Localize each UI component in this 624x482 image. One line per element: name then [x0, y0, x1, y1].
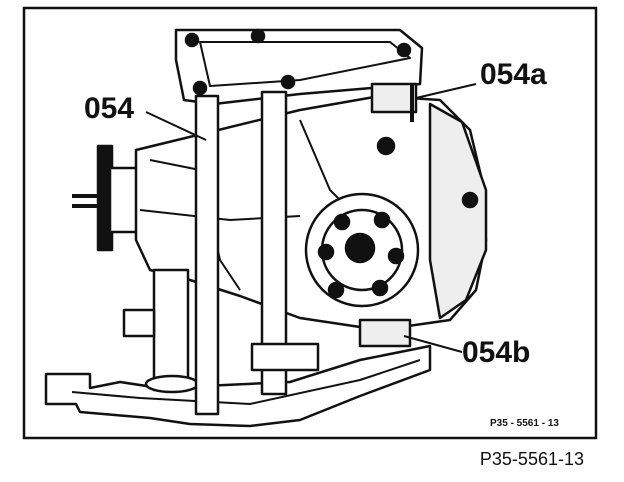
flange-bolt [327, 281, 345, 299]
callout-054b: 054b [462, 336, 530, 369]
bracket-bolt [184, 32, 200, 48]
housing-rib-3 [299, 119, 341, 201]
support-foot [122, 308, 156, 338]
clamp-054b [358, 318, 412, 348]
top-bracket [174, 28, 424, 106]
leader-lines [145, 83, 477, 353]
leader-054b [403, 335, 463, 353]
housing-side-cover [428, 102, 488, 320]
top-bracket-web [199, 41, 411, 87]
base-plate [44, 344, 432, 428]
rod-front [194, 94, 220, 416]
flange-bolt [317, 243, 335, 261]
figure-caption: P35-5561-13 [479, 449, 584, 469]
callout-054a: 054a [480, 58, 547, 91]
flange-bolt [373, 211, 391, 229]
differential-assembly [44, 28, 488, 428]
support-column [152, 268, 190, 392]
leader-054 [145, 111, 207, 141]
base-plate-inner [71, 359, 421, 405]
rod-rear-sleeve [250, 342, 320, 372]
illustration-frame [22, 6, 598, 440]
callout-054: 054 [84, 92, 134, 125]
bracket-bolt [396, 42, 412, 58]
bracket-bolt [280, 74, 296, 90]
clamp-054a [370, 82, 418, 114]
bracket-bolt [250, 28, 266, 44]
leader-054a [415, 83, 477, 99]
flange-bolt [371, 279, 389, 297]
support-collar [144, 374, 200, 394]
frame-code: P35 - 5561 - 13 [490, 418, 559, 429]
flange-bolt [387, 247, 405, 265]
housing-bolt-a [376, 136, 396, 156]
output-flange-center [344, 232, 376, 264]
housing-bolt-b [461, 191, 479, 209]
bracket-bolt [192, 80, 208, 96]
flange-bolt [333, 213, 351, 231]
